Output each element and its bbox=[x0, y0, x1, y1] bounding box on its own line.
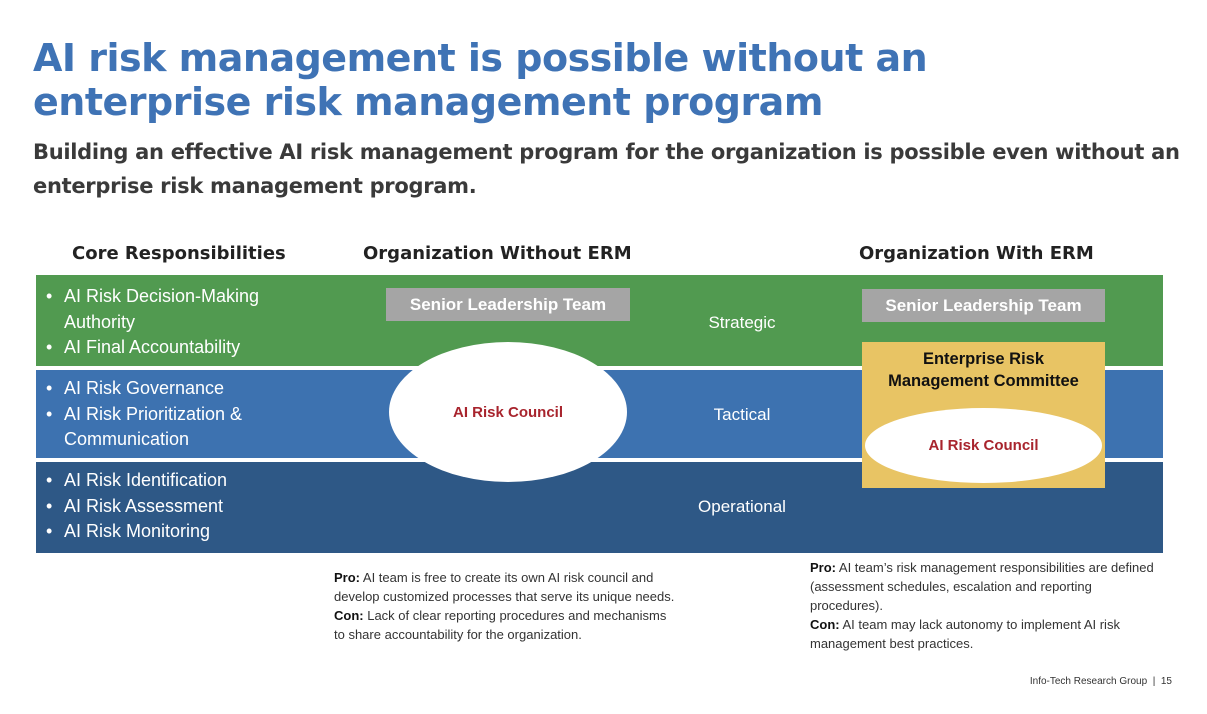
column-header-core: Core Responsibilities bbox=[72, 243, 286, 264]
responsibility-item: AI Risk Prioritization & Communication bbox=[44, 402, 264, 453]
responsibilities-operational: AI Risk Identification AI Risk Assessmen… bbox=[44, 468, 227, 545]
level-label-strategic: Strategic bbox=[708, 313, 776, 332]
senior-leadership-team-box-erm: Senior Leadership Team bbox=[862, 289, 1105, 322]
ai-risk-council-ellipse: AI Risk Council bbox=[389, 342, 627, 482]
erm-committee-label: Enterprise Risk Management Committee bbox=[888, 350, 1079, 390]
ai-risk-council-label: AI Risk Council bbox=[452, 403, 564, 421]
responsibility-item: AI Final Accountability bbox=[44, 335, 264, 361]
footer-org: Info-Tech Research Group bbox=[1029, 676, 1148, 687]
con-text: AI team may lack autonomy to implement A… bbox=[810, 617, 1120, 651]
column-header-with-erm: Organization With ERM bbox=[859, 243, 1094, 264]
responsibility-item: AI Risk Assessment bbox=[44, 494, 227, 520]
con-label: Con: bbox=[334, 608, 364, 623]
pro-label: Pro: bbox=[810, 560, 836, 575]
ai-risk-council-ellipse-erm: AI Risk Council bbox=[865, 408, 1102, 483]
ai-risk-council-label-erm: AI Risk Council bbox=[928, 437, 1039, 454]
column-header-without-erm: Organization Without ERM bbox=[363, 243, 632, 264]
responsibilities-tactical: AI Risk Governance AI Risk Prioritizatio… bbox=[44, 376, 264, 453]
level-label-tactical: Tactical bbox=[713, 405, 771, 424]
footer-separator: | bbox=[1152, 676, 1156, 687]
pro-text: AI team is free to create its own AI ris… bbox=[334, 570, 675, 604]
pro-label: Pro: bbox=[334, 570, 360, 585]
page-title: AI risk management is possible without a… bbox=[33, 36, 928, 124]
with-erm-notes: Pro: AI team’s risk management responsib… bbox=[810, 558, 1155, 653]
responsibility-item: AI Risk Governance bbox=[44, 376, 264, 402]
responsibilities-strategic: AI Risk Decision-Making Authority AI Fin… bbox=[44, 284, 264, 361]
pro-text: AI team’s risk management responsibiliti… bbox=[810, 560, 1154, 613]
page-subtitle: Building an effective AI risk management… bbox=[33, 140, 1180, 198]
con-label: Con: bbox=[810, 617, 840, 632]
senior-leadership-team-box: Senior Leadership Team bbox=[386, 288, 630, 321]
without-erm-notes: Pro: AI team is free to create its own A… bbox=[334, 568, 679, 644]
con-text: Lack of clear reporting procedures and m… bbox=[334, 608, 667, 642]
page-number: 15 bbox=[1160, 676, 1172, 687]
responsibility-item: AI Risk Monitoring bbox=[44, 519, 227, 545]
level-label-operational: Operational bbox=[698, 497, 786, 516]
responsibility-item: AI Risk Identification bbox=[44, 468, 227, 494]
footer: Info-Tech Research Group | 15 bbox=[1030, 676, 1172, 687]
responsibility-item: AI Risk Decision-Making Authority bbox=[44, 284, 264, 335]
